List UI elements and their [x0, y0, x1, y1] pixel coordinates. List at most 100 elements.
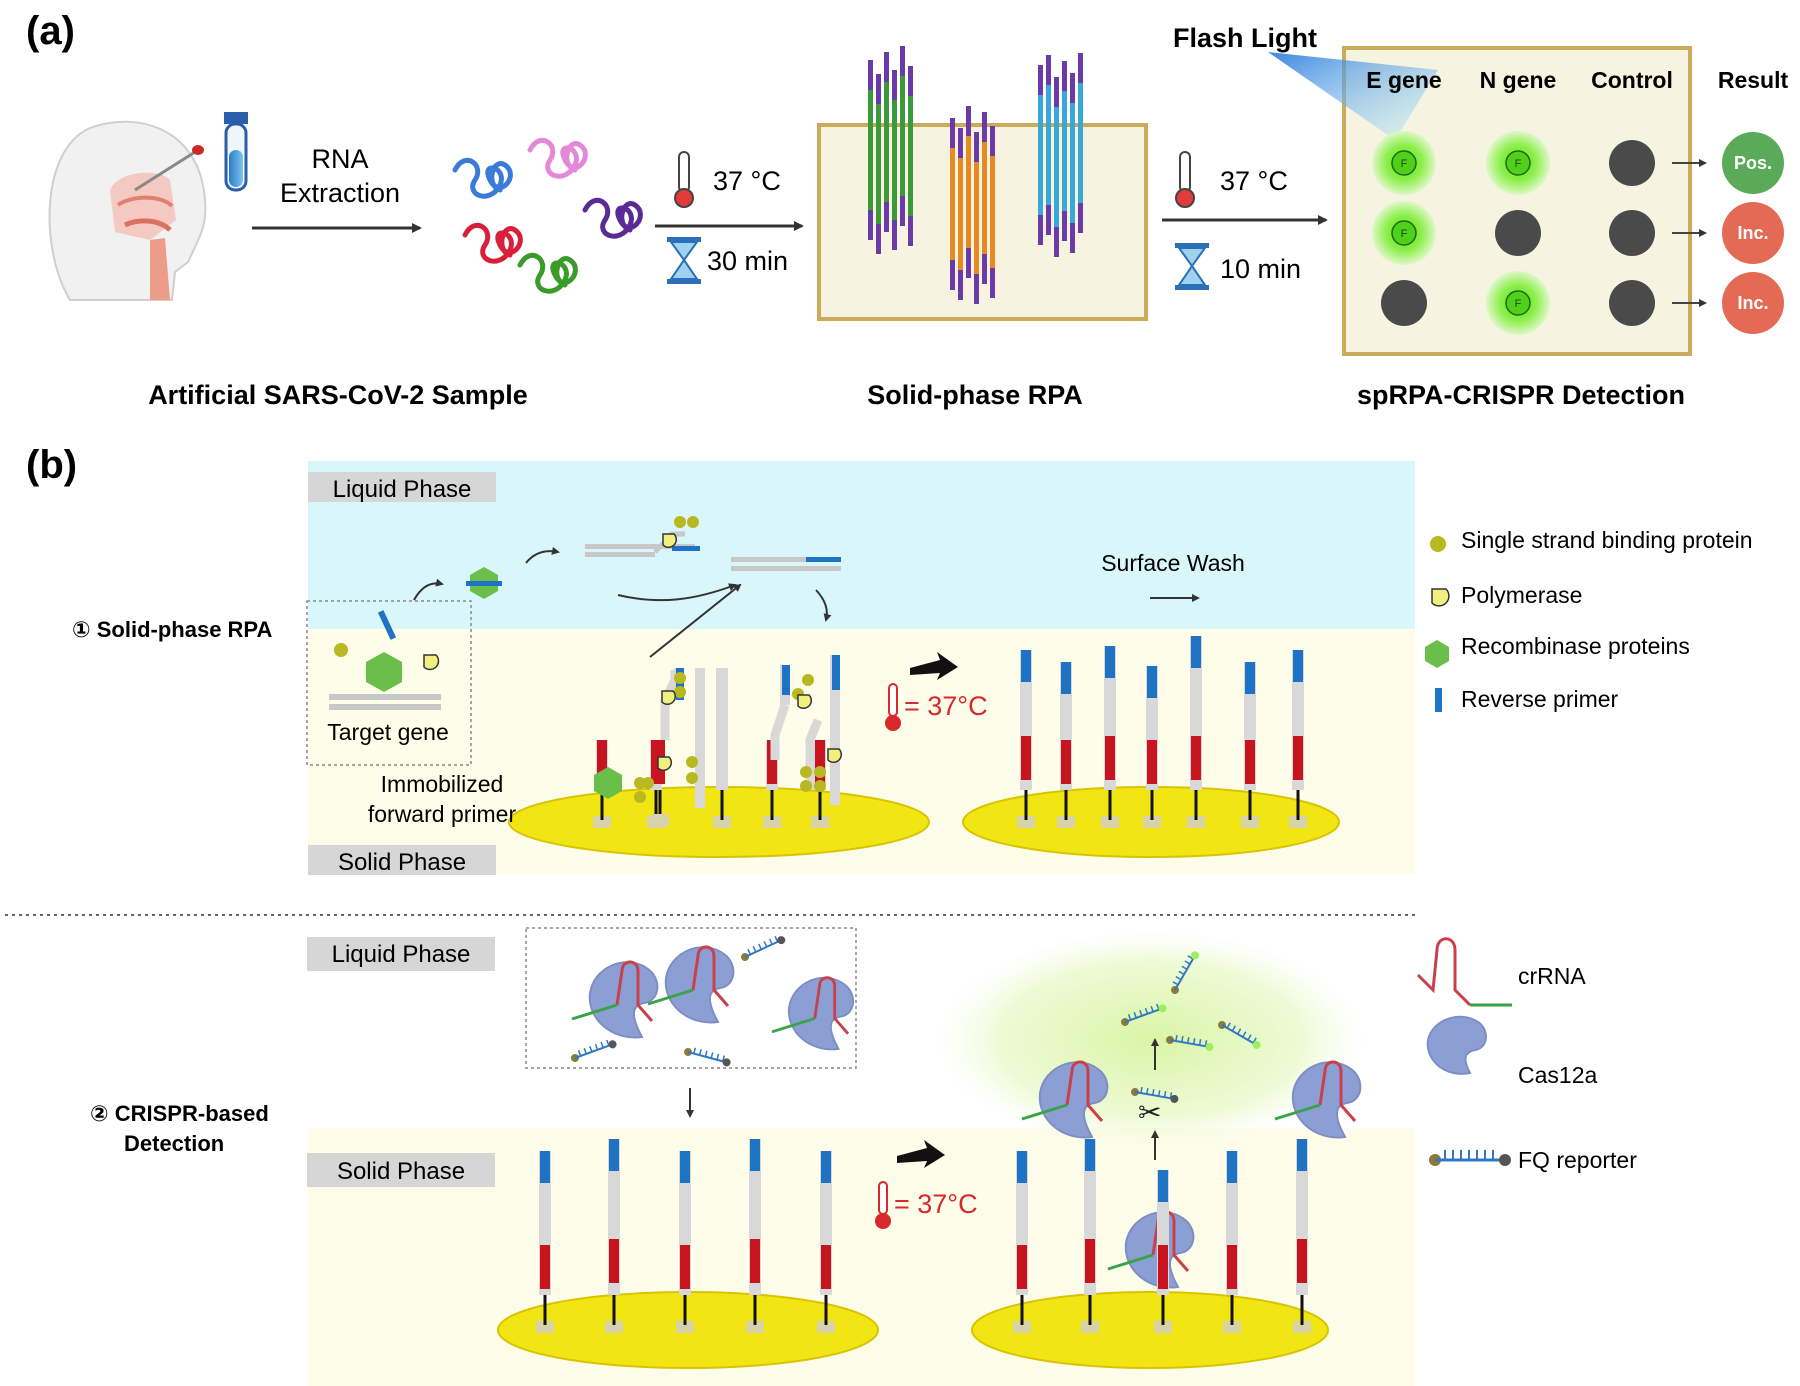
target-strand-3 [676, 1151, 694, 1333]
legend-recombinase-icon [1425, 640, 1449, 668]
polymerase-bound-2 [797, 694, 813, 710]
well-r3-c3 [1609, 280, 1655, 326]
rna-strands [452, 137, 643, 294]
legend-recombinase: Recombinase proteins [1461, 633, 1690, 659]
rna-extraction-label-1: RNA [311, 144, 368, 174]
detect-strand-2 [1081, 1139, 1099, 1333]
rpa-strand-2-1 [1046, 55, 1051, 235]
liquid-phase-tag-2 [307, 937, 495, 971]
swab [134, 145, 204, 192]
temp-label-b2: = 37°C [894, 1189, 978, 1219]
legend-polymerase: Polymerase [1461, 582, 1582, 608]
temp-label-1: 37 °C [713, 166, 781, 196]
primer-on-complex [466, 581, 502, 586]
extended-strand [731, 557, 841, 571]
rpa-strand-1-5 [990, 126, 995, 298]
solid-phase-tag-1 [308, 845, 496, 875]
time-label-2: 10 min [1220, 254, 1301, 284]
result-badge-1 [1722, 132, 1784, 194]
well-r3-c2: F [1486, 271, 1550, 335]
flash-light-label: Flash Light [1173, 23, 1317, 53]
panel-b-label: (b) [26, 443, 77, 487]
liquid-phase-label-2: Liquid Phase [332, 941, 471, 968]
legend-ssb: Single strand binding protein [1461, 527, 1753, 553]
target-gene-strand [329, 694, 441, 700]
result-badge-3 [1722, 272, 1784, 334]
rpa-strand-2-5 [1078, 53, 1083, 233]
detect-strand-4 [1293, 1139, 1311, 1333]
fq-reporter-cut-4 [1171, 951, 1199, 994]
detect-strand-3 [1223, 1151, 1241, 1333]
well-r1-c3 [1609, 140, 1655, 186]
result-text-2: Inc. [1737, 223, 1768, 243]
solid-phase-label-2: Solid Phase [337, 1158, 465, 1185]
svg-text:F: F [1515, 298, 1522, 310]
fq-reporter-uncut [1131, 1087, 1179, 1103]
rpa-strand-0-5 [908, 66, 913, 246]
rna-extraction-label-2: Extraction [280, 178, 400, 208]
immobilized-strands-1 [593, 636, 1307, 828]
well-r2-c2 [1495, 210, 1541, 256]
step-1-label: ① Solid-phase RPA [72, 617, 272, 642]
target-strand-5 [817, 1151, 835, 1333]
rpa-strand-bundles [868, 46, 1083, 304]
cas12a-active-1 [1021, 1060, 1109, 1139]
washed-strand-6 [1241, 662, 1259, 828]
rpa-strand-0-2 [884, 52, 889, 232]
rpa-strand-1-1 [958, 128, 963, 300]
liquid-phase-label-1: Liquid Phase [333, 476, 472, 503]
hourglass-icon-2 [1175, 243, 1209, 290]
cas12a-complex-1 [571, 960, 659, 1039]
target-gene-label: Target gene [327, 719, 448, 745]
legend-bottom: crRNA Cas12a FQ reporter [1416, 937, 1637, 1173]
cas12a-complex-3 [771, 976, 854, 1051]
solid-arrow-1 [910, 652, 958, 680]
ssb-3 [674, 672, 686, 684]
legend-top: Single strand binding protein Polymerase… [1425, 527, 1753, 712]
hourglass-icon [667, 237, 701, 284]
target-strand-1 [536, 1151, 554, 1333]
ssb-9 [814, 766, 826, 778]
ssb-10 [814, 780, 826, 792]
polymerase-bound-0 [657, 756, 673, 772]
well-r1-c2: F [1486, 131, 1550, 195]
ssb-2 [642, 777, 654, 789]
panel-a-label: (a) [26, 9, 75, 53]
crispr-reagent-box [525, 927, 857, 1069]
legend-fq-reporter-icon [1429, 1150, 1511, 1166]
ssb-6 [686, 772, 698, 784]
svg-text:F: F [1401, 158, 1408, 170]
thermometer-icon-2 [1175, 151, 1195, 208]
surface-wash-label: Surface Wash [1101, 550, 1245, 576]
rpa-strand-0-4 [900, 46, 905, 226]
legend-crrna: crRNA [1518, 963, 1586, 989]
flash-light-beam [1268, 52, 1438, 140]
result-badge-2 [1722, 202, 1784, 264]
ssb-4 [674, 686, 686, 698]
washed-strand-7 [1289, 650, 1307, 828]
fq-reporter-1 [571, 1039, 617, 1062]
scissors-icon: ✂ [1138, 1096, 1161, 1129]
strand-invasion-complex [585, 516, 700, 557]
header-n-gene: N gene [1480, 67, 1557, 93]
header-result: Result [1718, 67, 1789, 93]
target-gene-box [306, 600, 472, 766]
recombinase [366, 652, 402, 692]
rpa-strand-1-2 [966, 106, 971, 278]
immobilized-strands-2 [536, 1139, 1311, 1333]
bare-strand-1 [716, 668, 728, 788]
legend-reverse-primer-icon [1435, 688, 1442, 712]
liquid-phase-tag-1 [308, 472, 496, 502]
solid-disk-2b [971, 1291, 1329, 1369]
reverse-primer-free [377, 610, 397, 640]
polymerase [423, 654, 440, 671]
target-strand-4 [746, 1139, 764, 1333]
fq-reporter-cut-2 [1166, 1035, 1214, 1051]
svg-text:✂: ✂ [1138, 1096, 1161, 1129]
stage-title-detection: spRPA-CRISPR Detection [1357, 380, 1685, 410]
washed-strand-5 [1187, 636, 1205, 828]
immobilized-label-2: forward primer [368, 801, 517, 827]
time-label-1: 30 min [707, 246, 788, 276]
target-strand-2 [605, 1139, 623, 1333]
